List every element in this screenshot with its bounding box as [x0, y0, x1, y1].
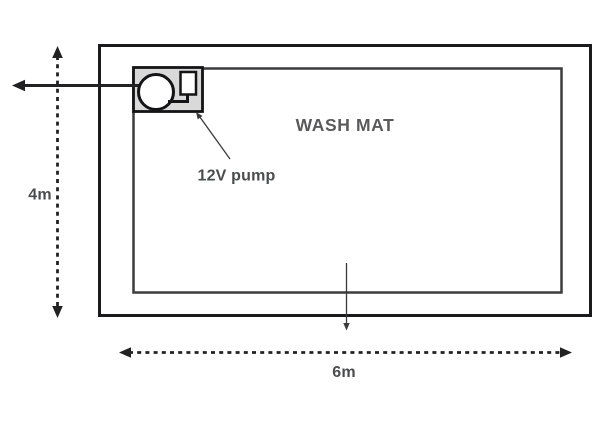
outer-boundary-rect	[98, 44, 592, 317]
arrow-down-icon	[52, 306, 63, 318]
width-label: 6m	[332, 364, 356, 381]
pump-motor-circle	[137, 73, 175, 111]
wash-mat-rect	[132, 67, 563, 294]
arrow-right-icon	[560, 347, 572, 358]
height-dimension-line	[52, 46, 63, 318]
pump-unit	[12, 66, 204, 113]
drain-flow-arrow	[343, 263, 350, 331]
pump-label: 12V pump	[197, 168, 275, 185]
pump-pipe	[168, 95, 189, 103]
height-label: 4m	[28, 187, 52, 204]
hose-arrow-left-icon	[12, 79, 25, 92]
arrow-left-icon	[119, 347, 131, 358]
width-dimension-line	[119, 347, 572, 358]
small-arrow-up-left-icon	[196, 112, 203, 120]
small-arrow-down-icon	[343, 323, 350, 331]
pump-leader-line	[198, 116, 231, 160]
hose-arrow	[12, 79, 145, 92]
pump-leader-arrow	[196, 112, 231, 160]
arrow-up-icon	[52, 46, 63, 58]
wash-mat-title: WASH MAT	[296, 115, 395, 135]
pump-outlet-box	[179, 70, 198, 96]
